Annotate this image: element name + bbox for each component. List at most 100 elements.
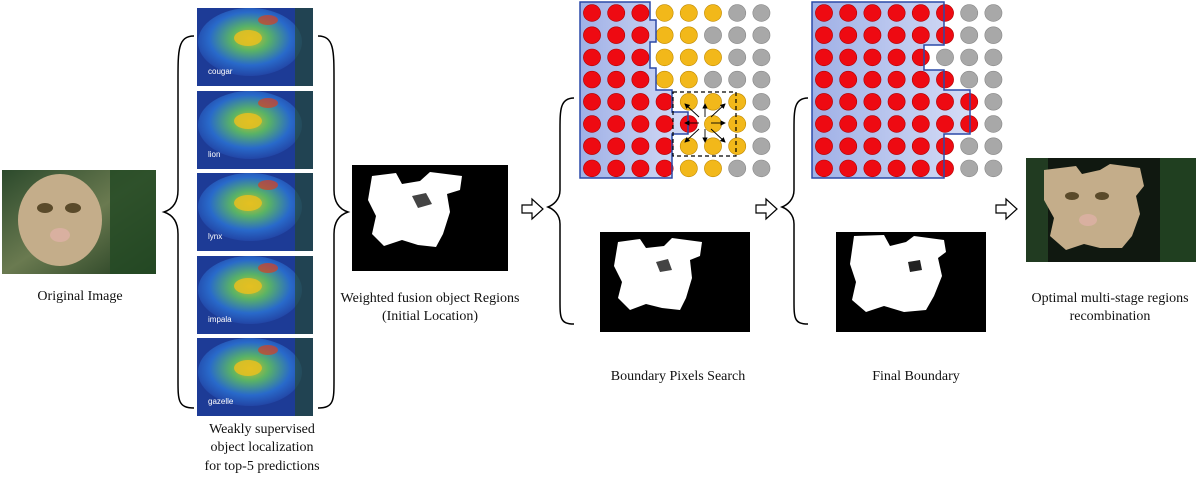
object-pixel-dot xyxy=(936,159,954,178)
wsol-caption-line2: object localization xyxy=(210,440,313,455)
object-pixel-dot xyxy=(655,93,674,111)
candidate-pixel-dot xyxy=(679,159,698,178)
object-pixel-dot xyxy=(631,137,650,155)
heatmap-label: lynx xyxy=(208,232,222,241)
fusion-mask xyxy=(352,165,508,271)
object-pixel-dot xyxy=(815,93,833,111)
object-pixel-dot xyxy=(911,115,930,133)
recomb-caption-line2: recombination xyxy=(1070,309,1151,324)
object-pixel-dot xyxy=(863,4,882,22)
background-pixel-dot xyxy=(960,26,979,44)
object-pixel-dot xyxy=(815,115,833,133)
object-pixel-dot xyxy=(583,48,601,67)
background-pixel-dot xyxy=(728,159,747,178)
object-pixel-dot xyxy=(631,48,650,67)
heatmap-gazelle: gazelle xyxy=(197,338,313,416)
heatmap-label: gazelle xyxy=(208,397,234,406)
object-pixel-dot xyxy=(887,26,906,44)
candidate-pixel-dot xyxy=(704,4,722,22)
object-pixel-dot xyxy=(631,93,650,111)
heatmap-label: cougar xyxy=(208,67,233,76)
object-pixel-dot xyxy=(839,137,858,155)
search-neighbor-arrows xyxy=(684,103,726,143)
object-pixel-dot xyxy=(863,70,882,89)
object-pixel-dot xyxy=(655,159,674,178)
object-pixel-dot xyxy=(839,93,858,111)
candidate-pixel-dot xyxy=(679,48,698,67)
object-pixel-dot xyxy=(887,115,906,133)
object-pixel-dot xyxy=(583,115,601,133)
object-pixel-dot xyxy=(815,159,833,178)
candidate-pixel-dot xyxy=(655,70,674,89)
object-pixel-dot xyxy=(936,93,954,111)
object-pixel-dot xyxy=(911,159,930,178)
object-pixel-dot xyxy=(911,70,930,89)
object-pixel-dot xyxy=(911,26,930,44)
background-pixel-dot xyxy=(984,115,1003,133)
candidate-pixel-dot xyxy=(679,4,698,22)
candidate-pixel-dot xyxy=(728,137,747,155)
search-window xyxy=(672,91,737,157)
background-pixel-dot xyxy=(704,70,722,89)
background-pixel-dot xyxy=(728,26,747,44)
object-pixel-dot xyxy=(960,115,979,133)
object-pixel-dot xyxy=(631,115,650,133)
object-pixel-dot xyxy=(655,115,674,133)
fusion-caption-line1: Weighted fusion object Regions xyxy=(341,291,520,306)
heatmap-stack: cougar lion lynx impala gazelle xyxy=(197,8,313,416)
object-pixel-dot xyxy=(631,70,650,89)
background-pixel-dot xyxy=(984,48,1003,67)
object-pixel-dot xyxy=(583,26,601,44)
object-pixel-dot xyxy=(583,93,601,111)
wsol-caption-line3: for top-5 predictions xyxy=(204,459,319,474)
object-pixel-dot xyxy=(936,137,954,155)
object-pixel-dot xyxy=(583,137,601,155)
background-pixel-dot xyxy=(936,48,954,67)
object-pixel-dot xyxy=(607,4,626,22)
search-region-outline xyxy=(579,1,689,179)
object-pixel-dot xyxy=(863,115,882,133)
search-brace xyxy=(545,97,575,325)
search-mask xyxy=(600,232,750,332)
candidate-pixel-dot xyxy=(728,93,747,111)
heatmap-lion: lion xyxy=(197,91,313,169)
object-pixel-dot xyxy=(936,26,954,44)
object-pixel-dot xyxy=(583,70,601,89)
final-boundary-grid xyxy=(812,2,1003,178)
original-image-caption: Original Image xyxy=(37,289,122,304)
heatmap-lynx: lynx xyxy=(197,173,313,251)
candidate-pixel-dot xyxy=(679,137,698,155)
background-pixel-dot xyxy=(960,48,979,67)
object-pixel-dot xyxy=(607,137,626,155)
object-pixel-dot xyxy=(863,137,882,155)
background-pixel-dot xyxy=(752,26,771,44)
final-mask xyxy=(836,232,986,332)
background-pixel-dot xyxy=(984,137,1003,155)
object-pixel-dot xyxy=(887,70,906,89)
object-pixel-dot xyxy=(839,159,858,178)
object-pixel-dot xyxy=(911,48,930,67)
candidate-pixel-dot xyxy=(704,115,722,133)
recombination-image xyxy=(1026,158,1196,262)
background-pixel-dot xyxy=(752,93,771,111)
object-pixel-dot xyxy=(839,115,858,133)
background-pixel-dot xyxy=(984,26,1003,44)
arrow-to-search xyxy=(521,197,544,221)
candidate-pixel-dot xyxy=(704,137,722,155)
background-pixel-dot xyxy=(984,70,1003,89)
background-pixel-dot xyxy=(984,93,1003,111)
arrow-to-final xyxy=(755,197,778,221)
object-pixel-dot xyxy=(607,70,626,89)
object-pixel-dot xyxy=(887,159,906,178)
heatmap-impala: impala xyxy=(197,256,313,334)
right-brace xyxy=(317,35,351,409)
final-brace xyxy=(779,97,809,325)
background-pixel-dot xyxy=(752,70,771,89)
object-pixel-dot xyxy=(815,70,833,89)
object-pixel-dot xyxy=(839,70,858,89)
original-image xyxy=(2,170,156,274)
candidate-pixel-dot xyxy=(704,159,722,178)
boundary-search-grid xyxy=(580,2,771,178)
object-pixel-dot xyxy=(887,93,906,111)
object-pixel-dot xyxy=(887,4,906,22)
